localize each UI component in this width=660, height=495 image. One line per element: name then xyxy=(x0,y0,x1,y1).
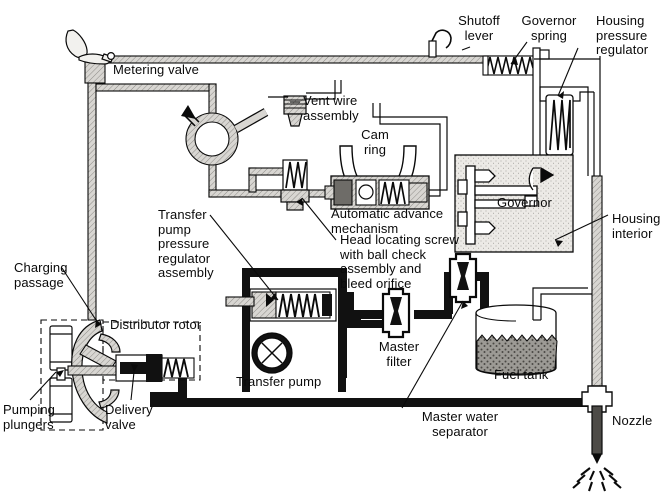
label-delivery-valve: Delivery valve xyxy=(105,402,153,432)
label-fuel-tank: Fuel tank xyxy=(494,367,549,382)
label-cam-ring: Cam ring xyxy=(361,127,389,157)
master-filter xyxy=(381,287,411,339)
transfer-pump-pressure-regulator-assembly xyxy=(225,288,337,322)
metering-valve-arm xyxy=(181,105,200,127)
master-water-separator xyxy=(448,252,478,304)
metering-valve-lever xyxy=(65,29,115,65)
pumping-plungers-boundary xyxy=(40,319,104,431)
label-transfer-pump-pressure-regulator-assembly: Transfer pump pressure regulator assembl… xyxy=(158,207,214,280)
label-master-filter: Master filter xyxy=(378,339,420,369)
shutoff-lever-stem xyxy=(428,40,437,58)
label-housing-pressure-regulator: Housing pressure regulator xyxy=(596,13,649,57)
label-transfer-pump: Transfer pump xyxy=(236,374,322,389)
delivery-valve xyxy=(115,354,195,382)
advance-mechanism-tubes xyxy=(372,103,448,197)
label-vent-wire-assembly: Vent wire assembly xyxy=(303,93,359,123)
pumping-plungers xyxy=(49,325,73,423)
governor-spring xyxy=(482,55,535,76)
charging-passage xyxy=(71,319,121,424)
label-pumping-plungers: Pumping plungers xyxy=(3,402,56,432)
metering-valve-ring xyxy=(185,112,239,166)
leader-arrowheads xyxy=(56,58,564,377)
label-nozzle: Nozzle xyxy=(612,413,653,428)
label-distributor-rotor: Distributor rotor xyxy=(110,317,202,332)
label-governor-spring: Governor spring xyxy=(521,13,577,43)
vent-wire-tube xyxy=(306,80,342,100)
shutoff-lever-hook xyxy=(431,29,452,57)
label-charging-passage: Charging passage xyxy=(14,260,68,290)
governor-thrust-link xyxy=(524,166,555,207)
fuel-tank xyxy=(475,304,558,376)
head-locating-screw xyxy=(280,159,310,211)
nozzle xyxy=(572,175,622,492)
label-automatic-advance-mechanism: Automatic advance mechanism xyxy=(331,206,444,236)
label-metering-valve: Metering valve xyxy=(113,62,199,77)
label-head-locating-screw: Head locating screw with ball check asse… xyxy=(340,232,459,291)
ring-to-vent-pipe xyxy=(233,108,269,133)
leader-lines xyxy=(29,41,609,409)
label-master-water-separator: Master water separator xyxy=(421,409,499,439)
label-housing-interior: Housing interior xyxy=(612,211,660,241)
tank-return-tube xyxy=(532,287,594,321)
automatic-advance-mechanism xyxy=(324,175,430,210)
vent-wire-assembly-body xyxy=(268,95,307,127)
label-shutoff-lever: Shutoff lever xyxy=(458,13,500,43)
label-governor: Governor xyxy=(497,195,552,210)
transfer-pump xyxy=(251,332,293,374)
